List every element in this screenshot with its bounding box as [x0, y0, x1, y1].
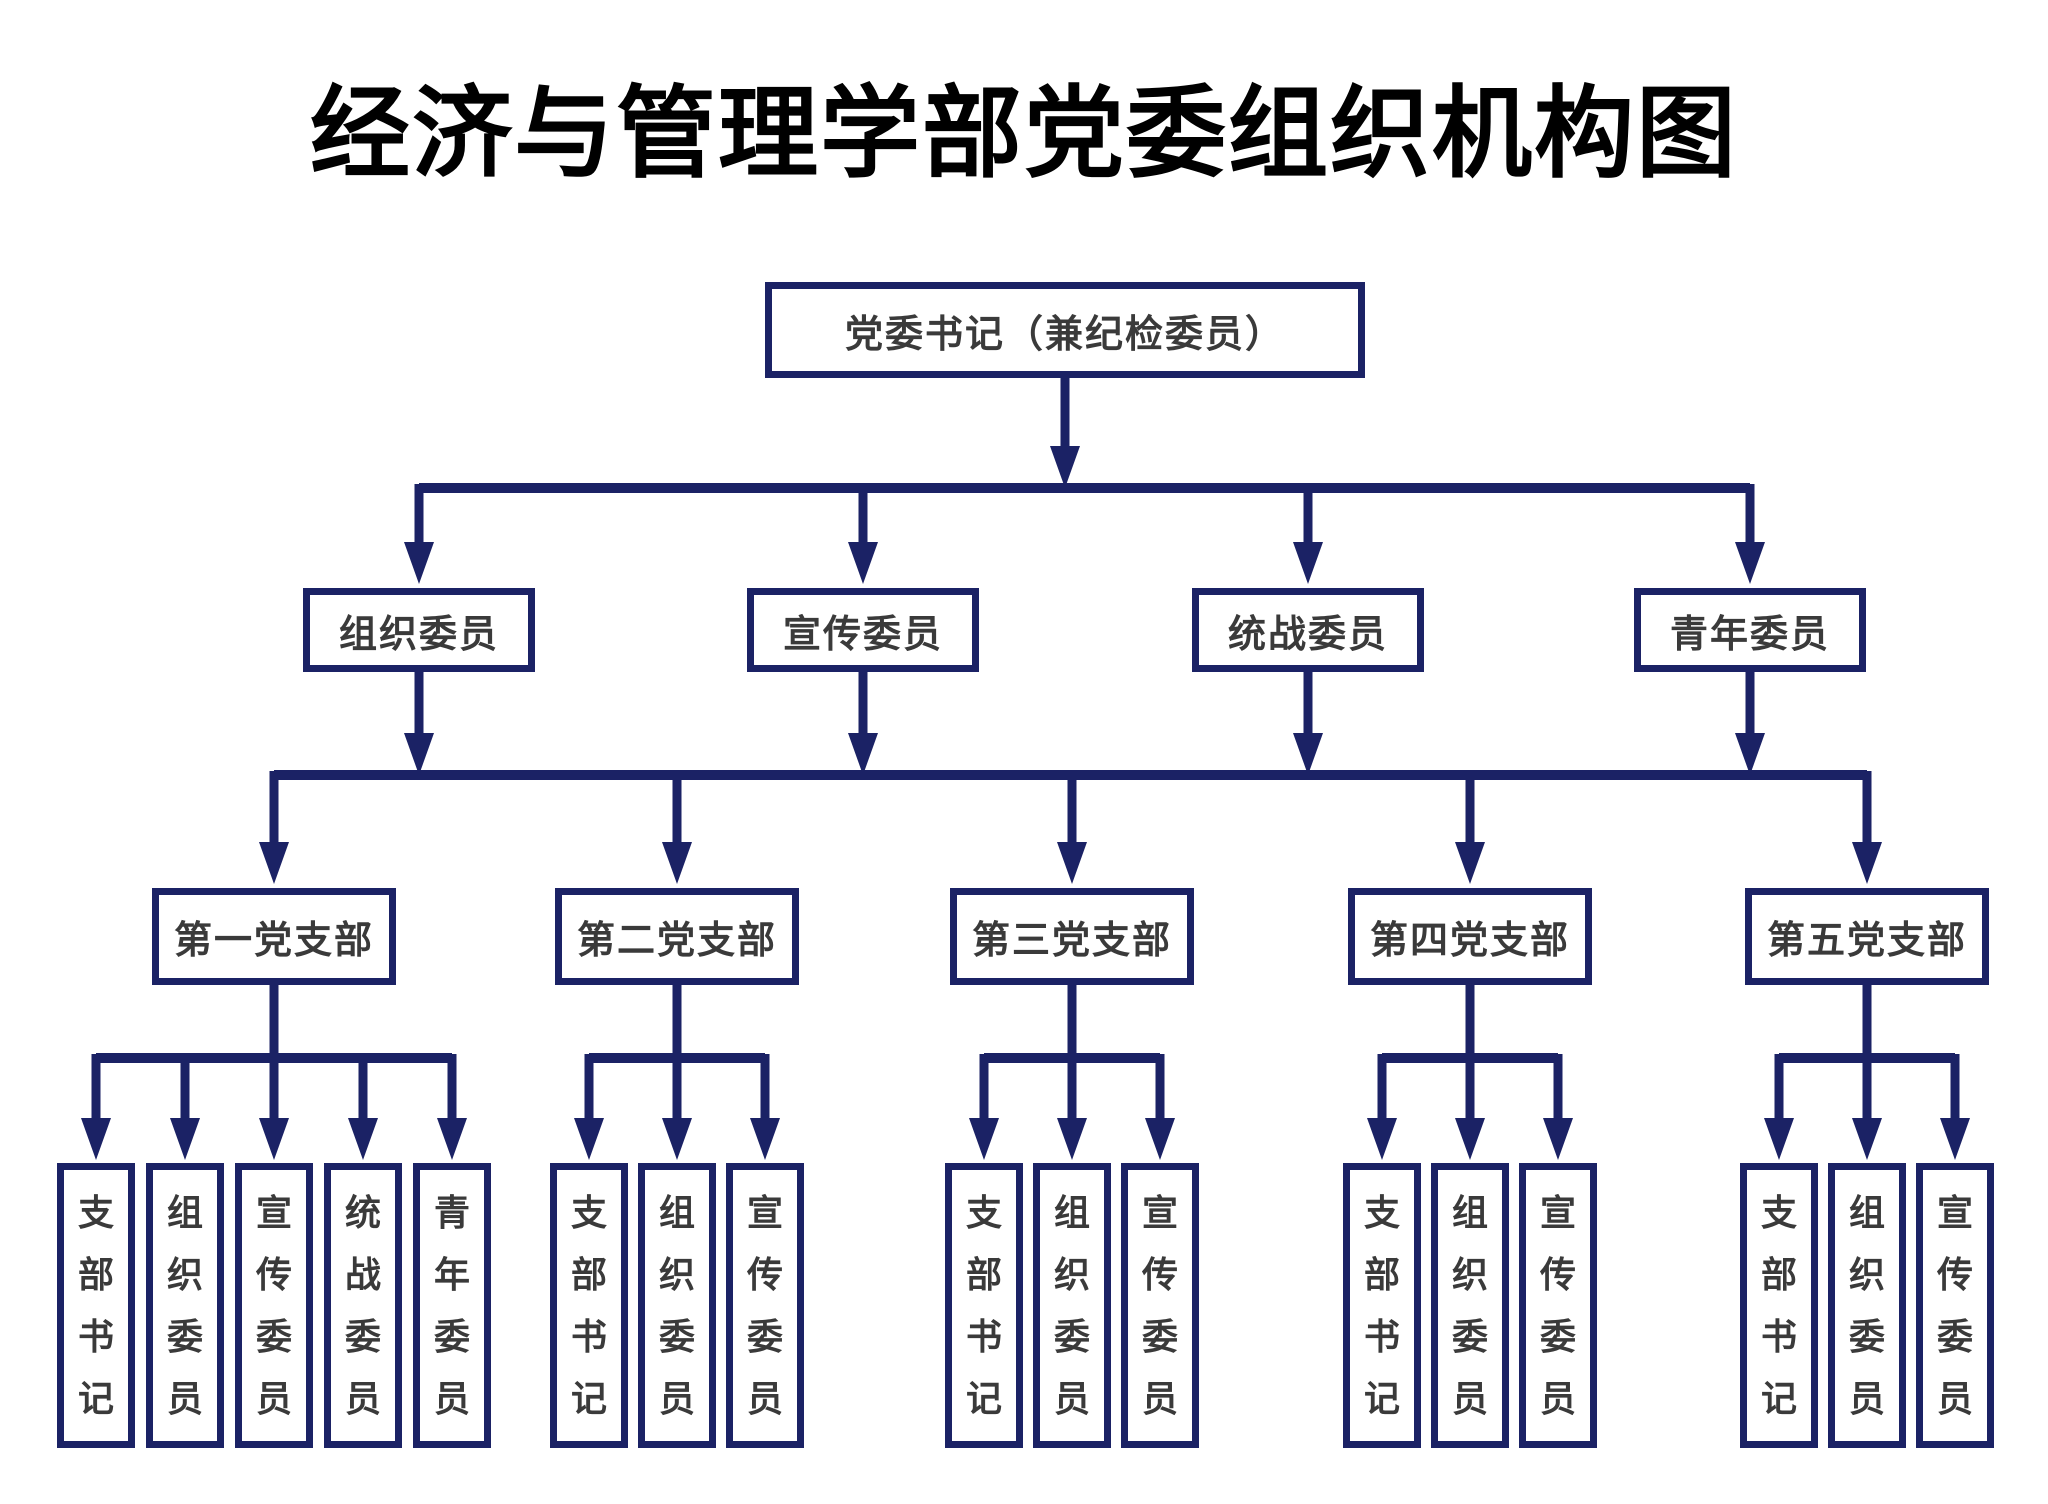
node-branch2-publicity-member: 宣传委员 — [726, 1163, 804, 1448]
node-branch2-secretary: 支部书记 — [550, 1163, 628, 1448]
node-organization-commissioner: 组织委员 — [303, 588, 535, 672]
node-branch-5: 第五党支部 — [1745, 888, 1989, 985]
arrowhead-down-icon — [1940, 1118, 1970, 1160]
arrowhead-down-icon — [348, 1118, 378, 1160]
arrowhead-down-icon — [1543, 1118, 1573, 1160]
node-branch-3: 第三党支部 — [950, 888, 1194, 985]
arrowhead-down-icon — [1852, 1118, 1882, 1160]
arrowhead-down-icon — [259, 842, 289, 884]
arrowhead-down-icon — [259, 1118, 289, 1160]
node-branch3-secretary: 支部书记 — [945, 1163, 1023, 1448]
node-united-front-commissioner: 统战委员 — [1192, 588, 1424, 672]
arrowhead-down-icon — [1050, 446, 1080, 488]
node-branch1-united-front-member: 统战委员 — [324, 1163, 402, 1448]
arrowhead-down-icon — [1145, 1118, 1175, 1160]
arrowhead-down-icon — [662, 1118, 692, 1160]
arrowhead-down-icon — [1367, 1118, 1397, 1160]
node-branch3-organization-member: 组织委员 — [1033, 1163, 1111, 1448]
arrowhead-down-icon — [848, 733, 878, 775]
arrowhead-down-icon — [1764, 1118, 1794, 1160]
node-branch2-organization-member: 组织委员 — [638, 1163, 716, 1448]
arrowhead-down-icon — [404, 733, 434, 775]
node-branch1-secretary: 支部书记 — [57, 1163, 135, 1448]
node-party-committee-secretary: 党委书记（兼纪检委员） — [765, 282, 1365, 378]
node-publicity-commissioner: 宣传委员 — [747, 588, 979, 672]
arrowhead-down-icon — [969, 1118, 999, 1160]
node-branch4-organization-member: 组织委员 — [1431, 1163, 1509, 1448]
node-branch5-publicity-member: 宣传委员 — [1916, 1163, 1994, 1448]
arrowhead-down-icon — [1735, 733, 1765, 775]
arrowhead-down-icon — [848, 542, 878, 584]
arrowhead-down-icon — [81, 1118, 111, 1160]
arrowhead-down-icon — [1057, 842, 1087, 884]
arrowhead-down-icon — [750, 1118, 780, 1160]
arrowhead-down-icon — [1735, 542, 1765, 584]
node-branch4-publicity-member: 宣传委员 — [1519, 1163, 1597, 1448]
arrowhead-down-icon — [1455, 1118, 1485, 1160]
arrowhead-down-icon — [1455, 842, 1485, 884]
arrowhead-down-icon — [437, 1118, 467, 1160]
arrowhead-down-icon — [404, 542, 434, 584]
node-branch1-youth-member: 青年委员 — [413, 1163, 491, 1448]
node-branch4-secretary: 支部书记 — [1343, 1163, 1421, 1448]
node-branch1-publicity-member: 宣传委员 — [235, 1163, 313, 1448]
node-branch-1: 第一党支部 — [152, 888, 396, 985]
arrowhead-down-icon — [1057, 1118, 1087, 1160]
node-branch-2: 第二党支部 — [555, 888, 799, 985]
arrowhead-down-icon — [1293, 542, 1323, 584]
chart-title: 经济与管理学部党委组织机构图 — [310, 78, 1738, 190]
arrowhead-down-icon — [1852, 842, 1882, 884]
node-branch3-publicity-member: 宣传委员 — [1121, 1163, 1199, 1448]
arrowhead-down-icon — [170, 1118, 200, 1160]
node-youth-commissioner: 青年委员 — [1634, 588, 1866, 672]
arrowhead-down-icon — [1293, 733, 1323, 775]
arrowhead-down-icon — [574, 1118, 604, 1160]
node-branch5-organization-member: 组织委员 — [1828, 1163, 1906, 1448]
node-branch-4: 第四党支部 — [1348, 888, 1592, 985]
node-branch5-secretary: 支部书记 — [1740, 1163, 1818, 1448]
node-branch1-organization-member: 组织委员 — [146, 1163, 224, 1448]
arrowhead-down-icon — [662, 842, 692, 884]
